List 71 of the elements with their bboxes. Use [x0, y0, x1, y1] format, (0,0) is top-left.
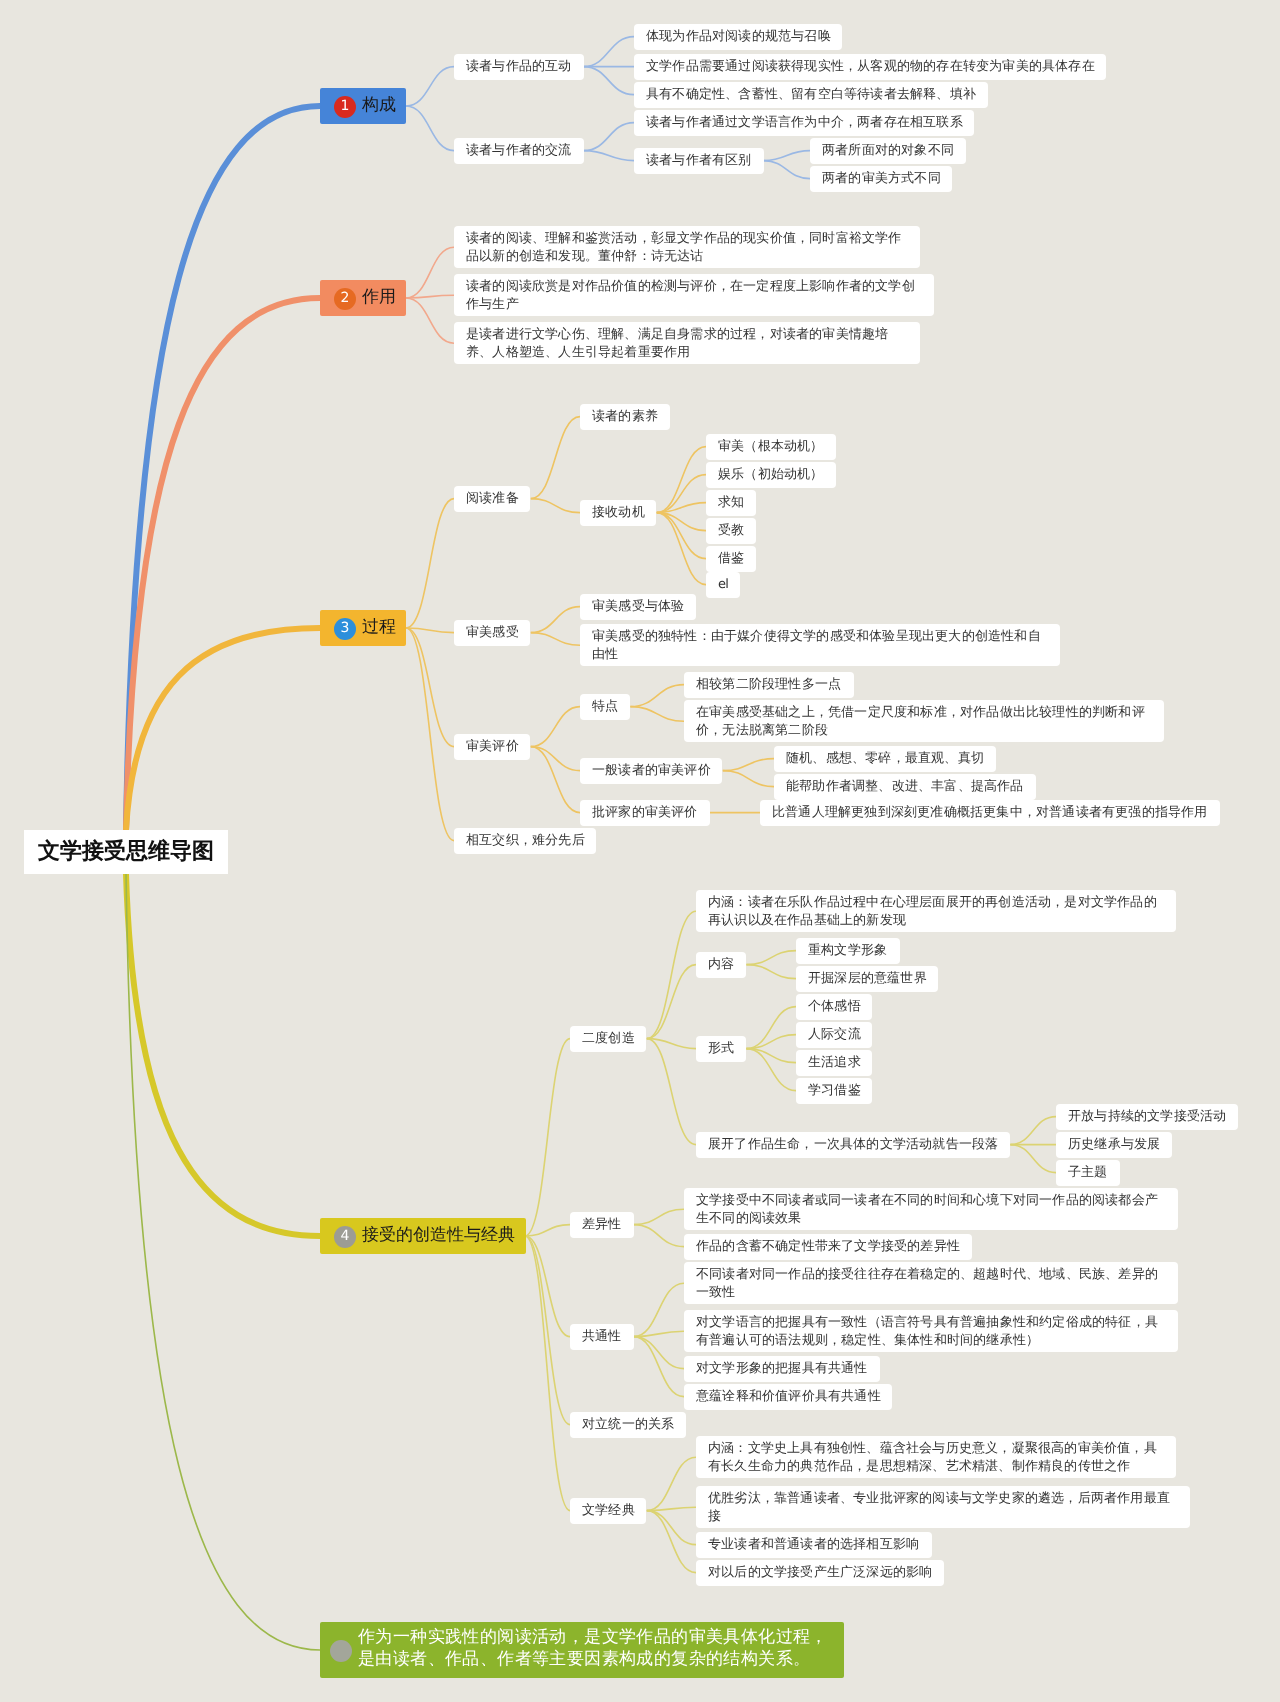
connector-line [582, 121, 635, 152]
connector-line [524, 1235, 571, 1338]
connector-line [405, 246, 455, 299]
connector-line [1009, 1115, 1057, 1146]
connector-line [582, 149, 635, 162]
connector-line [582, 35, 635, 68]
connector-line [632, 1335, 685, 1398]
connector-line [632, 1208, 685, 1226]
connector-line [582, 65, 635, 96]
connector-line [646, 1037, 697, 1146]
connector-line [530, 497, 581, 514]
connector-line [405, 105, 455, 152]
connector-line [405, 627, 455, 748]
branch-line [125, 873, 321, 1651]
connector-line [629, 683, 685, 708]
branch-line [123, 625, 321, 831]
connector-line [524, 1223, 571, 1237]
branch-box [320, 610, 406, 646]
connector-line [530, 705, 581, 748]
connector-line [405, 297, 455, 344]
connector-line [632, 1282, 685, 1338]
connector-line [530, 631, 581, 646]
connector-line [405, 627, 455, 634]
connector-line [646, 910, 697, 1040]
connector-line [530, 745, 581, 772]
connector-line [530, 605, 581, 634]
branch-label: 构成 [362, 96, 396, 116]
connector-line [656, 511, 707, 586]
connector-line [632, 1223, 685, 1248]
branch-line [123, 873, 321, 1239]
connector-line [530, 745, 581, 814]
connector-line [524, 1235, 571, 1426]
summary-box [320, 1622, 844, 1678]
connector-line [1009, 1143, 1057, 1174]
connector-line [646, 1509, 697, 1546]
connector-line [646, 963, 697, 1040]
connector-line [656, 473, 707, 514]
summary-text: 作为一种实践性的阅读活动，是文学作品的审美具体化过程，是由读者、作品、作者等主要因素构成的复杂的结构关系。 [358, 1628, 830, 1672]
connector-line [646, 1509, 697, 1574]
connector-line [646, 1506, 697, 1512]
connector-line [722, 769, 775, 788]
connector-line [632, 1335, 685, 1370]
connector-line [629, 705, 685, 722]
branch-box [320, 280, 406, 316]
connector-line [722, 757, 775, 772]
connector-line [405, 294, 455, 299]
connector-line [405, 497, 455, 629]
branch-box [320, 1218, 525, 1254]
connector-line [745, 1047, 797, 1092]
branch-label: 过程 [362, 618, 396, 638]
connector-line [762, 159, 811, 180]
connector-line [656, 511, 707, 560]
central-topic-box: 文学接受思维导图 [24, 830, 228, 874]
connector-line [745, 963, 797, 980]
connector-line [405, 627, 455, 842]
connector-line [745, 949, 797, 966]
connector-line [745, 1047, 797, 1064]
connector-line [745, 1033, 797, 1050]
connector-line [524, 1037, 571, 1237]
branch-label: 作用 [362, 288, 396, 308]
connector-line [656, 501, 707, 514]
connector-line [524, 1235, 571, 1512]
connector-line [745, 1005, 797, 1050]
connector-line [708, 811, 761, 814]
connector-line [646, 1037, 697, 1050]
connector-line [530, 415, 581, 500]
connector-line [646, 1456, 697, 1512]
branch-box [320, 88, 406, 124]
connector-line [405, 65, 455, 107]
connector-line [656, 445, 707, 514]
branch-label: 接受的创造性与经典 [362, 1226, 515, 1246]
